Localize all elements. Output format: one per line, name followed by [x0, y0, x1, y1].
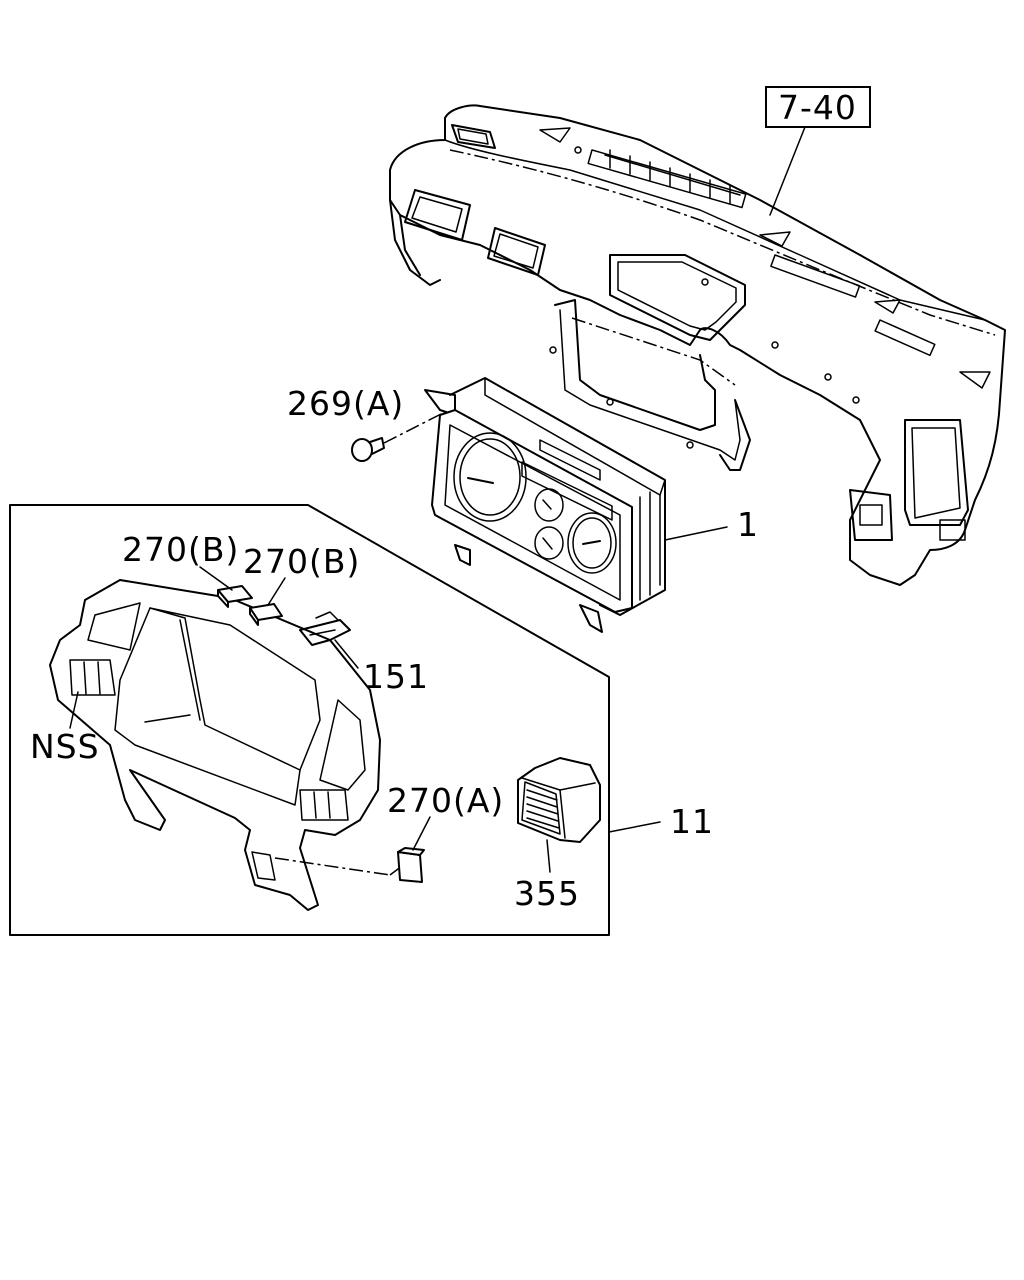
screw-label: 269(A) — [287, 384, 404, 423]
screw-drawing — [351, 411, 446, 462]
vent-drawing — [517, 757, 601, 873]
meter-hood-drawing — [49, 579, 411, 911]
reference-label: 7-40 — [778, 88, 857, 127]
clip-drawing — [299, 611, 359, 669]
nss-label: NSS — [30, 727, 100, 766]
instrument-cluster-drawing — [424, 377, 666, 633]
pad-b-left-label: 270(B) — [122, 530, 239, 569]
bezel-assembly-frame — [9, 504, 610, 936]
bezel-assembly-label: 11 — [670, 802, 714, 841]
cluster-label: 1 — [737, 505, 759, 544]
pad-b-right-label: 270(B) — [243, 542, 360, 581]
pad-b-drawings — [199, 566, 286, 626]
bezel-assembly-leader — [608, 821, 661, 833]
pad-a-label: 270(A) — [387, 781, 504, 820]
nss-leader — [69, 691, 79, 729]
vent-label: 355 — [514, 874, 580, 913]
pad-a-drawing — [397, 816, 431, 883]
clip-label: 151 — [363, 657, 429, 696]
cluster-leader — [664, 526, 728, 541]
reference-callout-7-40: 7-40 — [765, 86, 871, 216]
instrument-panel-drawing — [389, 104, 1006, 586]
